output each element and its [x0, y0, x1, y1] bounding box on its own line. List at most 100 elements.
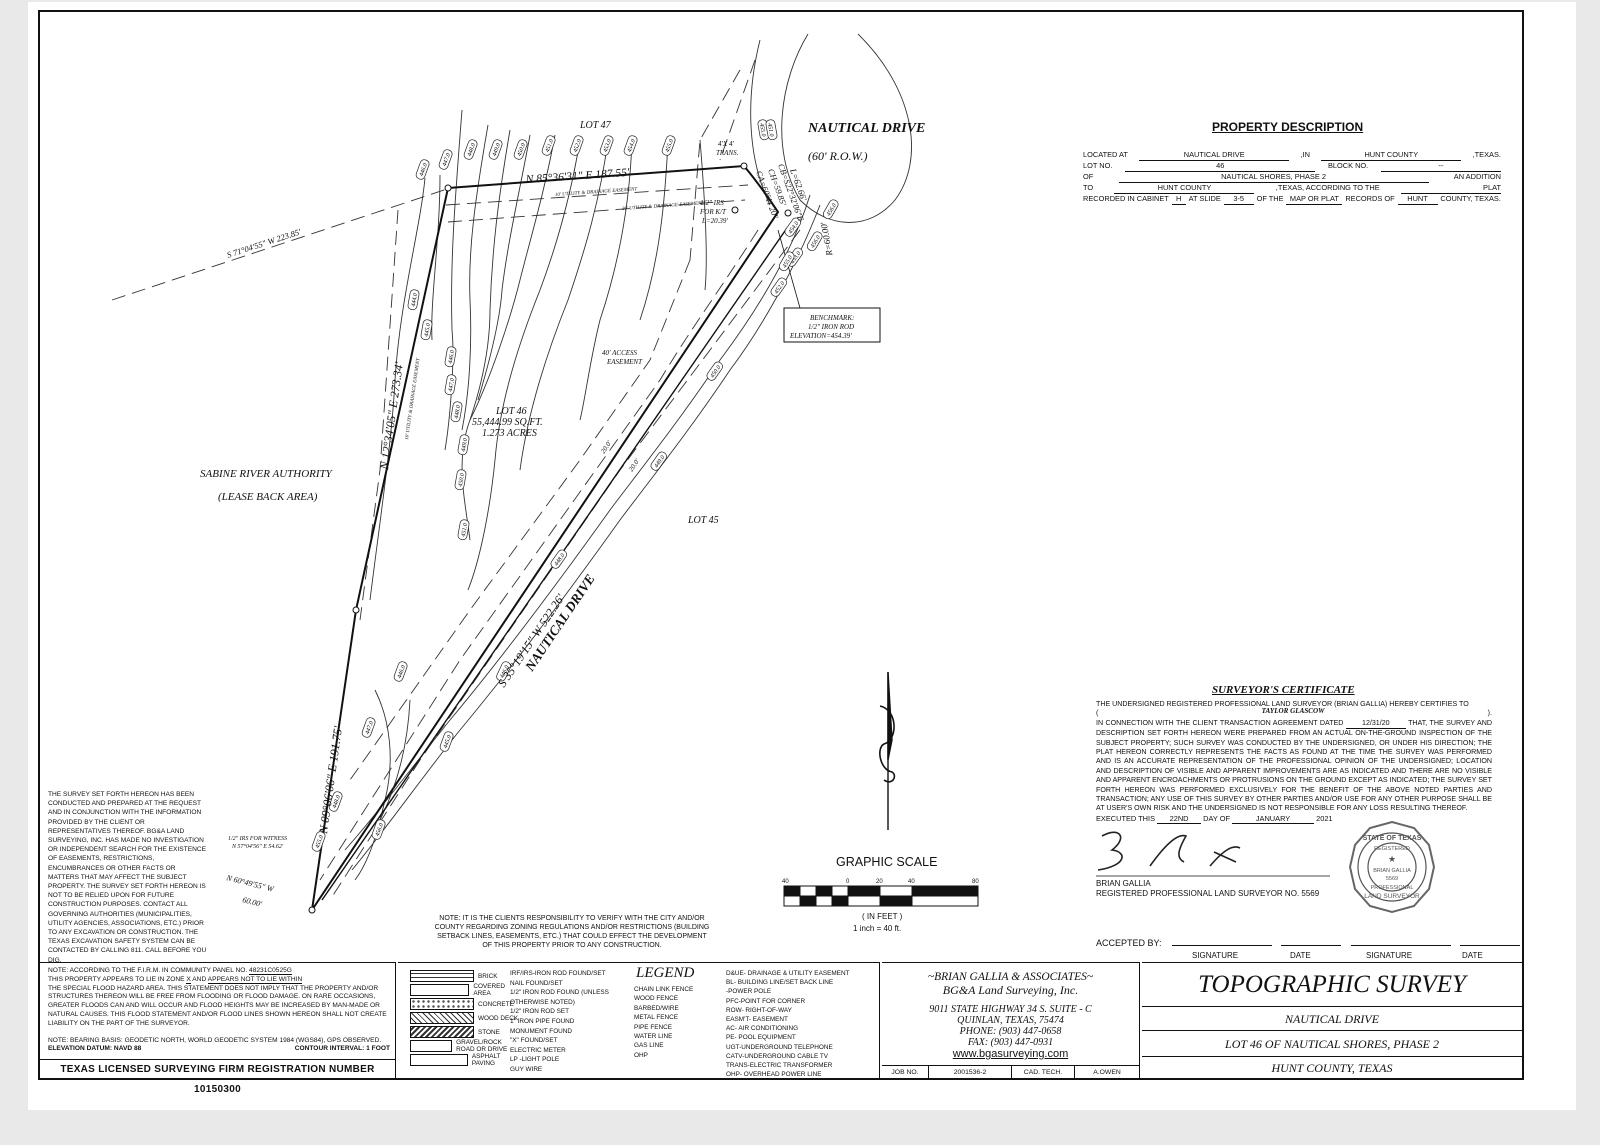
signature-line-2[interactable] [1351, 945, 1452, 946]
job-label: JOB NO. [882, 1066, 929, 1080]
trans-label-1: 4'X 4' [718, 140, 735, 148]
contour-line [639, 141, 669, 321]
pd-records-of: RECORDS OF [1345, 194, 1395, 203]
contour-label: 444.0 [407, 289, 420, 311]
legend-abbreviation: CATV-UNDERGROUND CABLE TV [726, 1052, 829, 1060]
company-block: ~BRIAN GALLIA & ASSOCIATES~ BG&A Land Su… [882, 962, 1140, 1080]
pd-addition: NAUTICAL SHORES, PHASE 2 [1118, 172, 1429, 183]
pd-state: ,TEXAS. [1472, 150, 1501, 159]
svg-text:447.0: 447.0 [441, 152, 452, 167]
legend-symbol-label: LP -LIGHT POLE [510, 1056, 560, 1064]
signature-line-1[interactable] [1172, 945, 1273, 946]
pd-at-slide: AT SLIDE [1188, 194, 1221, 203]
title-county: HUNT COUNTY, TEXAS [1271, 1061, 1393, 1075]
surveyor-name-block: BRIAN GALLIA REGISTERED PROFESSIONAL LAN… [1096, 879, 1319, 899]
bearing-north: N 85°36'31" E 187.55' [524, 167, 630, 186]
scale-tick: 40 [908, 879, 915, 885]
corner-marker [740, 162, 748, 170]
svg-text:444.0: 444.0 [410, 293, 419, 308]
legend-abbreviation: AC- AIR CONDITIONING [726, 1025, 799, 1033]
street-name-diagonal: NAUTICAL DRIVE [521, 571, 597, 674]
property-description-title: PROPERTY DESCRIPTION [1212, 120, 1364, 134]
seal-land: LAND SURVEYOR [1364, 893, 1420, 900]
legend-line-label: CHAIN LINK FENCE [634, 986, 694, 993]
contour-label: 446.0 [415, 159, 430, 180]
contour-label: 451.0 [457, 519, 470, 541]
irs-label-3: L=20.39' [701, 217, 728, 225]
pd-lot-label: LOT NO. [1083, 161, 1113, 170]
survey-title: TOPOGRAPHIC SURVEY [1142, 963, 1522, 1007]
street-edge [750, 39, 771, 206]
easement-line [359, 209, 399, 621]
corner-marker [444, 184, 452, 192]
firm-registration: TEXAS LICENSED SURVEYING FIRM REGISTRATI… [40, 1059, 395, 1095]
contour-label: 447.0 [444, 374, 457, 396]
contour-line [351, 204, 821, 871]
contour-line [699, 139, 707, 291]
pd-block-label: BLOCK NO. [1327, 161, 1369, 170]
svg-text:449.0: 449.0 [491, 142, 502, 157]
contour-label: 448.0 [450, 401, 463, 423]
contour-label: 449.0 [650, 451, 667, 471]
cad-label: CAD. TECH. [1012, 1066, 1075, 1080]
date-line-1[interactable] [1280, 945, 1341, 946]
fema-zone-mid: AND [192, 975, 207, 983]
north-arrow [879, 671, 896, 830]
executed-month: JANUARY [1232, 814, 1315, 824]
contour-line [461, 134, 556, 541]
utility-north-2: 20' UTILITY & DRAINAGE EASEMENT [622, 201, 706, 212]
contour-label: 451.0 [765, 119, 778, 141]
certificate-body-pre: IN CONNECTION WITH THE CLIENT TRANSACTIO… [1096, 718, 1344, 727]
executed-label: EXECUTED THIS [1096, 814, 1155, 823]
svg-text:456.0: 456.0 [374, 822, 385, 837]
sheet [28, 2, 1576, 1110]
company-website[interactable]: www.bgasurveying.com [952, 1048, 1069, 1060]
access-label-1: 40' ACCESS [602, 349, 638, 357]
legend-abbreviation: -POWER POLE [726, 988, 772, 996]
irs-label-2: FOR K/T [699, 208, 727, 216]
date-line-2[interactable] [1459, 945, 1520, 946]
trans-label-2: TRANS. [716, 149, 739, 157]
pd-of-label: OF [1083, 172, 1094, 181]
curve-r: R=60.00' [818, 220, 834, 257]
witness-label-2: N 57°04'56" E 54.62' [231, 843, 284, 850]
property-description: LOCATED AT NAUTICAL DRIVE ,IN HUNT COUNT… [1083, 150, 1501, 205]
legend-symbol-label: ELECTRIC METER [510, 1046, 566, 1054]
contour-label: 449.0 [488, 139, 503, 160]
contour-label: 447.0 [361, 717, 376, 738]
legend-line-label: BARBED/WIRE [634, 1004, 679, 1012]
pd-to-label: TO [1083, 183, 1094, 192]
scale-tick: 40 [782, 879, 789, 885]
svg-text:451.0: 451.0 [544, 138, 555, 153]
company-address-2: QUINLAN, TEXAS, 75474 [957, 1015, 1064, 1026]
contour-line [369, 177, 426, 601]
pd-county-suffix: COUNTY, TEXAS. [1440, 194, 1501, 203]
sra-sub-label: (LEASE BACK AREA) [218, 491, 318, 503]
svg-text:446.0: 446.0 [396, 664, 407, 679]
contour-label: 445.0 [439, 731, 454, 752]
legend-swatch [410, 1012, 474, 1024]
pd-block-value: -- [1380, 161, 1501, 172]
legend-swatch [410, 1026, 474, 1038]
utility-north-1: 10' UTILITY & DRAINAGE EASEMENT [555, 187, 639, 198]
elevation-datum: ELEVATION DATUM: NAVD 88 [48, 1045, 142, 1053]
pd-county: HUNT COUNTY [1321, 150, 1462, 161]
svg-text:446.0: 446.0 [447, 350, 456, 365]
contour-label: 453.0 [599, 135, 614, 156]
legend-symbol-label: "X" FOUND/SET [510, 1037, 558, 1045]
contour-line [444, 109, 463, 451]
company-address-1: 9011 STATE HIGHWAY 34 S. SUITE - C [929, 1004, 1092, 1015]
legend-material-label: WOOD DECK [478, 1014, 519, 1022]
svg-text:453.0: 453.0 [602, 138, 613, 153]
svg-text:450.0: 450.0 [457, 473, 466, 488]
graphic-scale-ratio: 1 inch = 40 ft. [853, 924, 902, 933]
contour-label: 445.0 [420, 319, 433, 341]
pd-recorded: RECORDED IN CABINET [1083, 194, 1169, 203]
accepted-by: ACCEPTED BY: [1096, 938, 1520, 948]
corner-marker [784, 209, 792, 217]
lot46-sqft: 55,444.99 SQ.FT. [472, 417, 543, 428]
legend-swatch [410, 970, 474, 982]
easement-line [445, 184, 749, 206]
pd-plat: PLAT [1400, 183, 1501, 194]
surveyor-name: BRIAN GALLIA [1096, 879, 1151, 888]
